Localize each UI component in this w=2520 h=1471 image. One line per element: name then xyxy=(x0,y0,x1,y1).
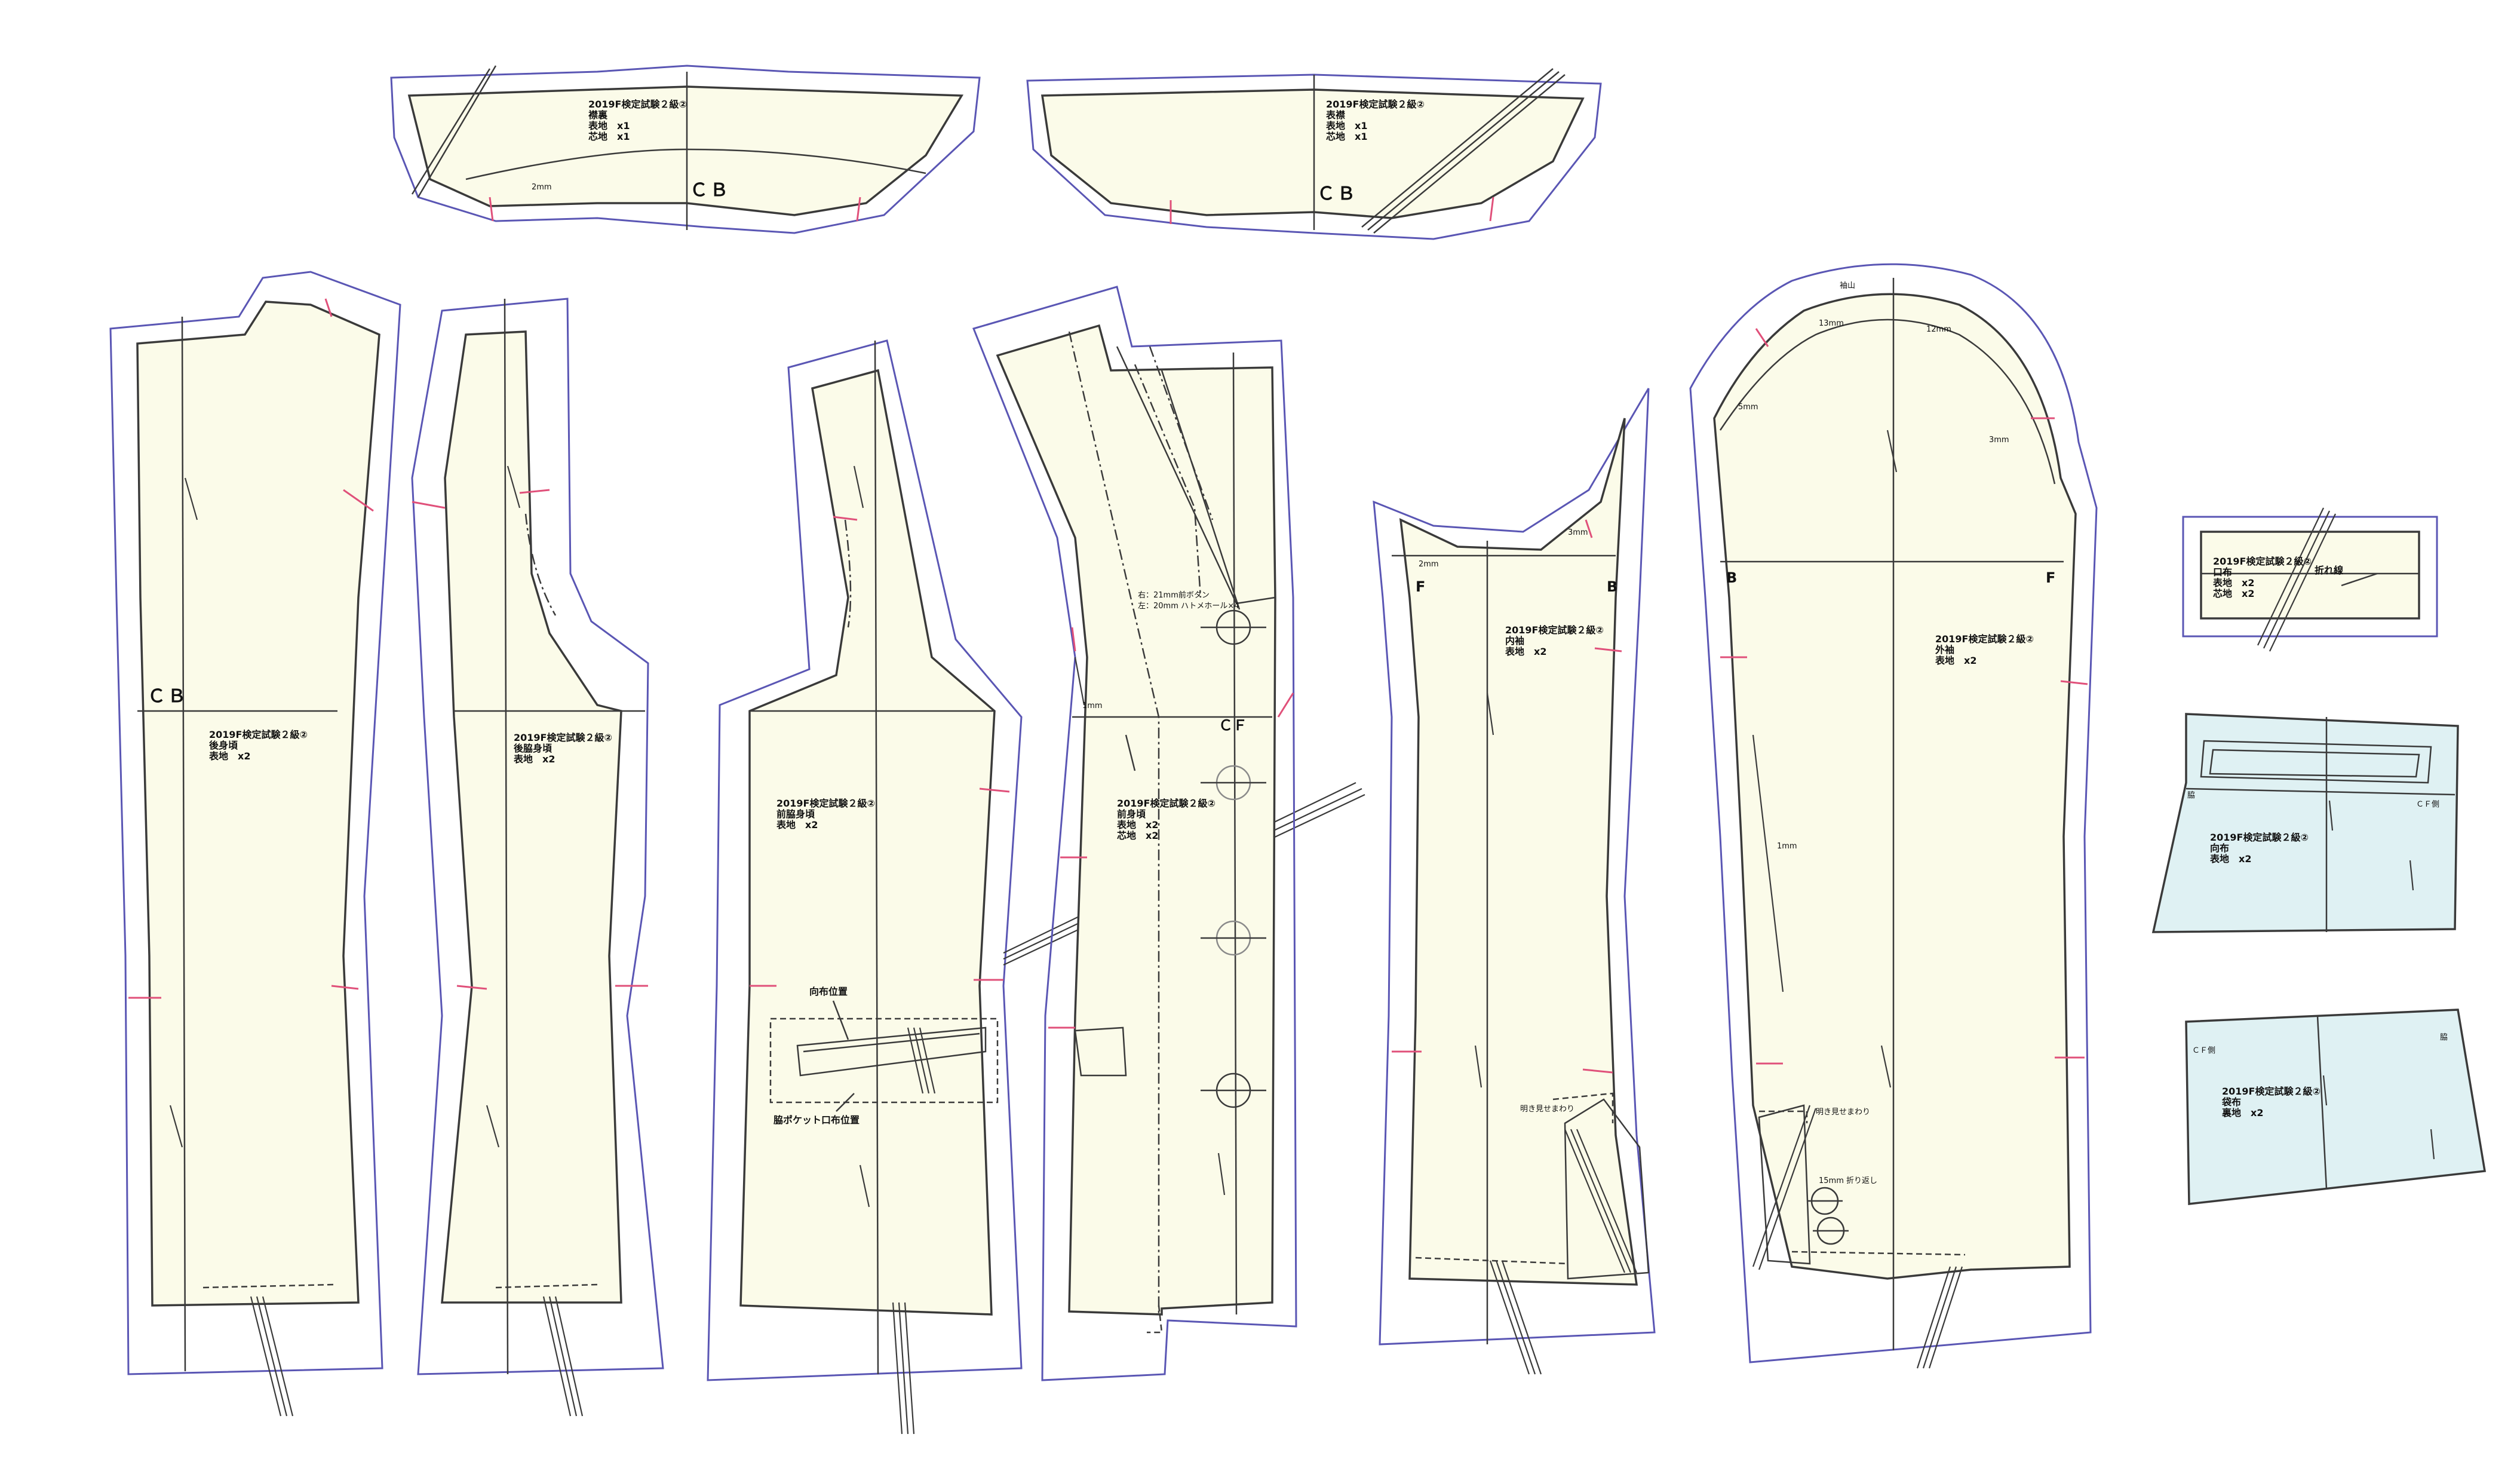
front-body-label-4: 芯地 x2 xyxy=(1117,830,1158,841)
pocket-bag-label-3: 裏地 x2 xyxy=(2221,1107,2263,1118)
pocket-bag-label-2: 袋布 xyxy=(2221,1096,2241,1108)
pocket-bag-label-1: 2019F検定試験２級② xyxy=(2222,1086,2321,1097)
side-back-label-1: 2019F検定試験２級② xyxy=(514,732,612,743)
top-sleeve-note-e: 1mm xyxy=(1777,842,1797,851)
top-sleeve-note-a: 13mm xyxy=(1819,319,1844,328)
top-sleeve-note-b: 12mm xyxy=(1926,325,1951,334)
top-sleeve-top-mark: 袖山 xyxy=(1840,281,1855,290)
under-sleeve-note-1: 2mm xyxy=(1419,560,1439,569)
under-sleeve-label-1: 2019F検定試験２級② xyxy=(1505,624,1604,636)
piece-back-body[interactable]: ＣＢ 2019F検定試験２級② 後身頃 表地 x2 xyxy=(109,271,401,1417)
collar-back-label-3: 表地 x1 xyxy=(588,120,630,131)
pocket-facing-side-mark: 脇 xyxy=(2187,791,2195,800)
front-body-note: 1mm xyxy=(1082,701,1103,710)
piece-pocket-bag[interactable]: ＣＦ側 脇 2019F検定試験２級② 袋布 裏地 x2 xyxy=(2185,1009,2487,1205)
top-sleeve-label-2: 外袖 xyxy=(1935,644,1954,655)
back-body-cb-mark: ＣＢ xyxy=(148,686,188,707)
piece-top-sleeve[interactable]: 袖山 13mm 12mm 5mm 3mm 1mm B F 2019F検定試験２級… xyxy=(1689,263,2098,1369)
pocket-facing-label-2: 向布 xyxy=(2210,842,2229,854)
welt-label-2: 口布 xyxy=(2213,566,2232,578)
piece-pocket-facing[interactable]: 脇 ＣＦ側 2019F検定試験２級② 向布 表地 x2 xyxy=(2151,713,2459,933)
top-sleeve-b-mark: B xyxy=(1726,569,1737,586)
under-sleeve-note-2: 3mm xyxy=(1568,528,1588,537)
collar-top-label-3: 表地 x1 xyxy=(1325,120,1367,131)
pocket-bag-cf-mark: ＣＦ側 xyxy=(2192,1046,2215,1055)
collar-top-label-1: 2019F検定試験２級② xyxy=(1326,99,1425,110)
top-sleeve-button-note: 15mm 折り返し xyxy=(1819,1176,1877,1185)
back-body-label-1: 2019F検定試験２級② xyxy=(209,729,308,740)
piece-front-body[interactable]: ＣＦ 1mm 右：21mm前ボタン 左：20mm ハトメホール×4 2019F検… xyxy=(972,286,1297,1381)
front-body-label-3: 表地 x2 xyxy=(1116,819,1158,830)
collar-back-note: 2mm xyxy=(532,183,552,192)
collar-back-label-2: 襟裏 xyxy=(588,109,608,121)
front-body-button-note-1: 右：21mm前ボタン xyxy=(1138,590,1210,600)
welt-label-3: 表地 x2 xyxy=(2212,577,2254,589)
side-front-label-1: 2019F検定試験２級② xyxy=(776,798,875,809)
collar-back-cb-mark: ＣＢ xyxy=(690,180,730,201)
top-sleeve-note-d: 3mm xyxy=(1989,436,2009,445)
piece-side-back[interactable]: 2019F検定試験２級② 後脇身頃 表地 x2 xyxy=(411,298,664,1417)
collar-top-cb-mark: ＣＢ xyxy=(1317,183,1358,204)
collar-top-label-4: 芯地 x1 xyxy=(1326,131,1367,142)
pocket-facing-cf-mark: ＣＦ側 xyxy=(2416,800,2439,809)
piece-collar-top[interactable]: 2019F検定試験２級② 表襟 表地 x1 芯地 x1 ＣＢ xyxy=(1026,68,1602,240)
collar-top-label-2: 表襟 xyxy=(1325,109,1345,121)
welt-label-1: 2019F検定試験２級② xyxy=(2213,556,2312,567)
front-body-label-1: 2019F検定試験２級② xyxy=(1117,798,1216,809)
top-sleeve-label-1: 2019F検定試験２級② xyxy=(1935,633,2034,645)
front-body-label-2: 前身頃 xyxy=(1117,808,1146,820)
collar-back-label-4: 芯地 x1 xyxy=(588,131,630,142)
side-front-pocket-label: 脇ポケット口布位置 xyxy=(774,1114,860,1126)
piece-collar-back[interactable]: 2019F検定試験２級② 襟裏 表地 x1 芯地 x1 ＣＢ 2mm xyxy=(390,65,981,234)
side-front-flap-label: 向布位置 xyxy=(809,986,848,997)
collar-back-label-1: 2019F検定試験２級② xyxy=(588,99,687,110)
front-body-cf-mark: ＣＦ xyxy=(1218,717,1247,734)
piece-side-front[interactable]: 2019F検定試験２級② 前脇身頃 表地 x2 向布位置 脇ポケット口布位置 xyxy=(707,339,1023,1435)
piece-under-sleeve[interactable]: F B 2mm 3mm 2019F検定試験２級② 内袖 表地 x2 明き見せまわ… xyxy=(1373,388,1656,1375)
welt-fold-label: 折れ線 xyxy=(2315,565,2343,576)
top-sleeve-f-mark: F xyxy=(2046,569,2055,586)
pocket-bag-side-mark: 脇 xyxy=(2440,1033,2448,1042)
under-sleeve-b-mark: B xyxy=(1607,578,1617,595)
top-sleeve-vent: 明き見せまわり xyxy=(1816,1108,1870,1117)
under-sleeve-f-mark: F xyxy=(1416,578,1425,595)
pocket-facing-label-3: 表地 x2 xyxy=(2209,853,2251,865)
side-back-label-3: 表地 x2 xyxy=(513,753,555,765)
piece-welt[interactable]: 2019F検定試験２級② 口布 表地 x2 芯地 x2 折れ線 xyxy=(2182,507,2438,652)
under-sleeve-label-2: 内袖 xyxy=(1505,635,1524,646)
welt-label-4: 芯地 x2 xyxy=(2213,588,2254,599)
top-sleeve-label-3: 表地 x2 xyxy=(1935,655,1976,666)
top-sleeve-note-c: 5mm xyxy=(1738,403,1758,412)
back-body-label-2: 後身頃 xyxy=(209,740,238,751)
side-back-label-2: 後脇身頃 xyxy=(514,743,553,754)
back-body-label-3: 表地 x2 xyxy=(208,750,250,762)
pocket-facing-label-1: 2019F検定試験２級② xyxy=(2210,832,2309,843)
side-front-label-2: 前脇身頃 xyxy=(776,808,815,820)
under-sleeve-vent: 明き見せまわり xyxy=(1520,1105,1574,1114)
side-front-label-3: 表地 x2 xyxy=(776,819,818,830)
front-body-button-note-2: 左：20mm ハトメホール×4 xyxy=(1138,602,1239,611)
under-sleeve-label-3: 表地 x2 xyxy=(1505,646,1546,657)
